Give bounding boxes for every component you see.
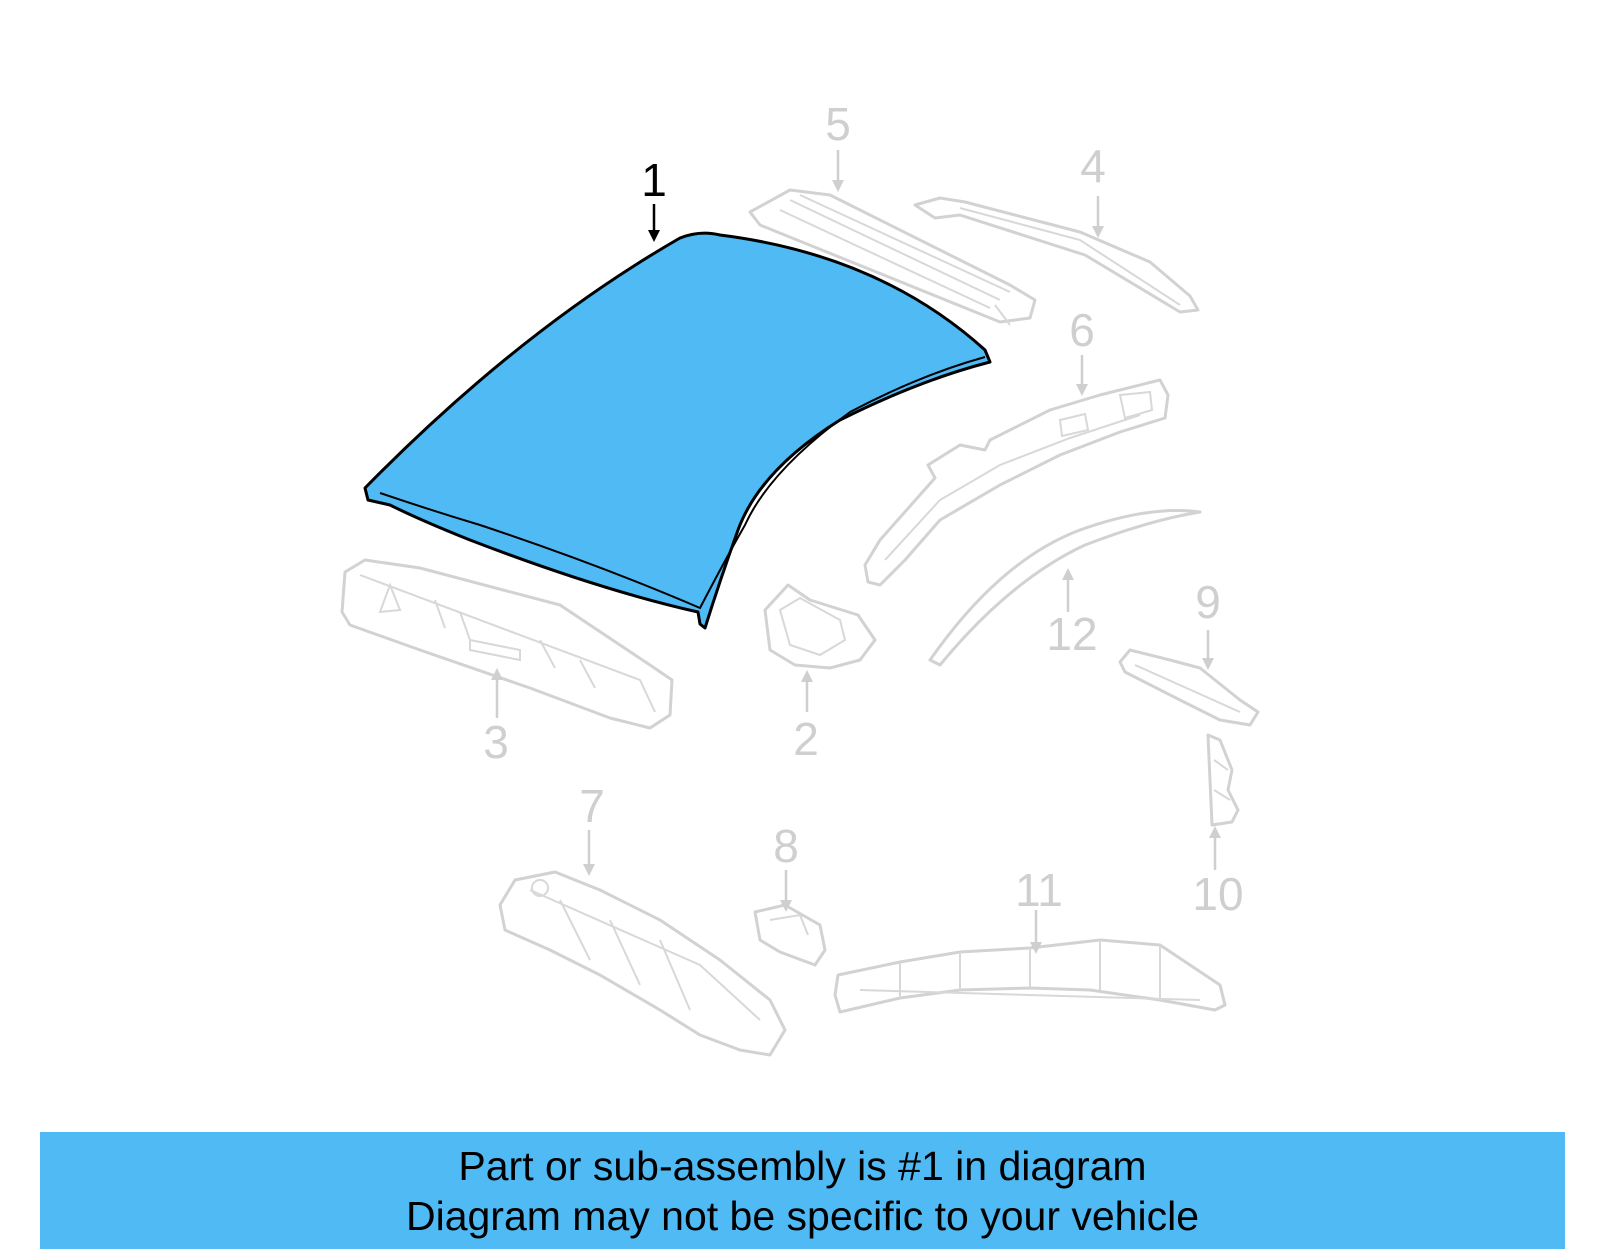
- callout-10: 10: [1192, 868, 1243, 920]
- callout-7: 7: [579, 780, 605, 832]
- banner-line-2: Diagram may not be specific to your vehi…: [405, 1192, 1199, 1239]
- part-5-front-header[interactable]: [748, 188, 1037, 326]
- callout-9: 9: [1195, 576, 1221, 628]
- callout-8: 8: [773, 820, 799, 872]
- callout-11: 11: [1015, 864, 1063, 916]
- callout-6: 6: [1069, 304, 1095, 356]
- part-1-roof-panel[interactable]: [363, 231, 992, 630]
- part-12-drip-molding[interactable]: [928, 509, 1202, 667]
- part-7-package-tray[interactable]: [498, 870, 787, 1057]
- part-2-bracket[interactable]: [763, 583, 877, 670]
- part-10-gusset[interactable]: [1206, 733, 1240, 827]
- callout-5: 5: [825, 98, 851, 150]
- callout-12: 12: [1046, 608, 1097, 660]
- part-11-rear-panel[interactable]: [833, 938, 1227, 1014]
- part-3-rear-header[interactable]: [340, 558, 674, 730]
- callout-4: 4: [1080, 140, 1106, 192]
- part-4-side-rail-outer[interactable]: [913, 196, 1200, 314]
- callout-2: 2: [793, 713, 819, 765]
- callout-3: 3: [483, 716, 509, 768]
- part-6-side-rail-inner[interactable]: [863, 378, 1170, 587]
- info-banner: Part or sub-assembly is #1 in diagram Di…: [40, 1132, 1565, 1249]
- part-8-clip[interactable]: [753, 903, 827, 967]
- callout-1: 1: [641, 154, 667, 206]
- part-9-reinforcement[interactable]: [1118, 648, 1260, 727]
- banner-line-1: Part or sub-assembly is #1 in diagram: [458, 1142, 1147, 1189]
